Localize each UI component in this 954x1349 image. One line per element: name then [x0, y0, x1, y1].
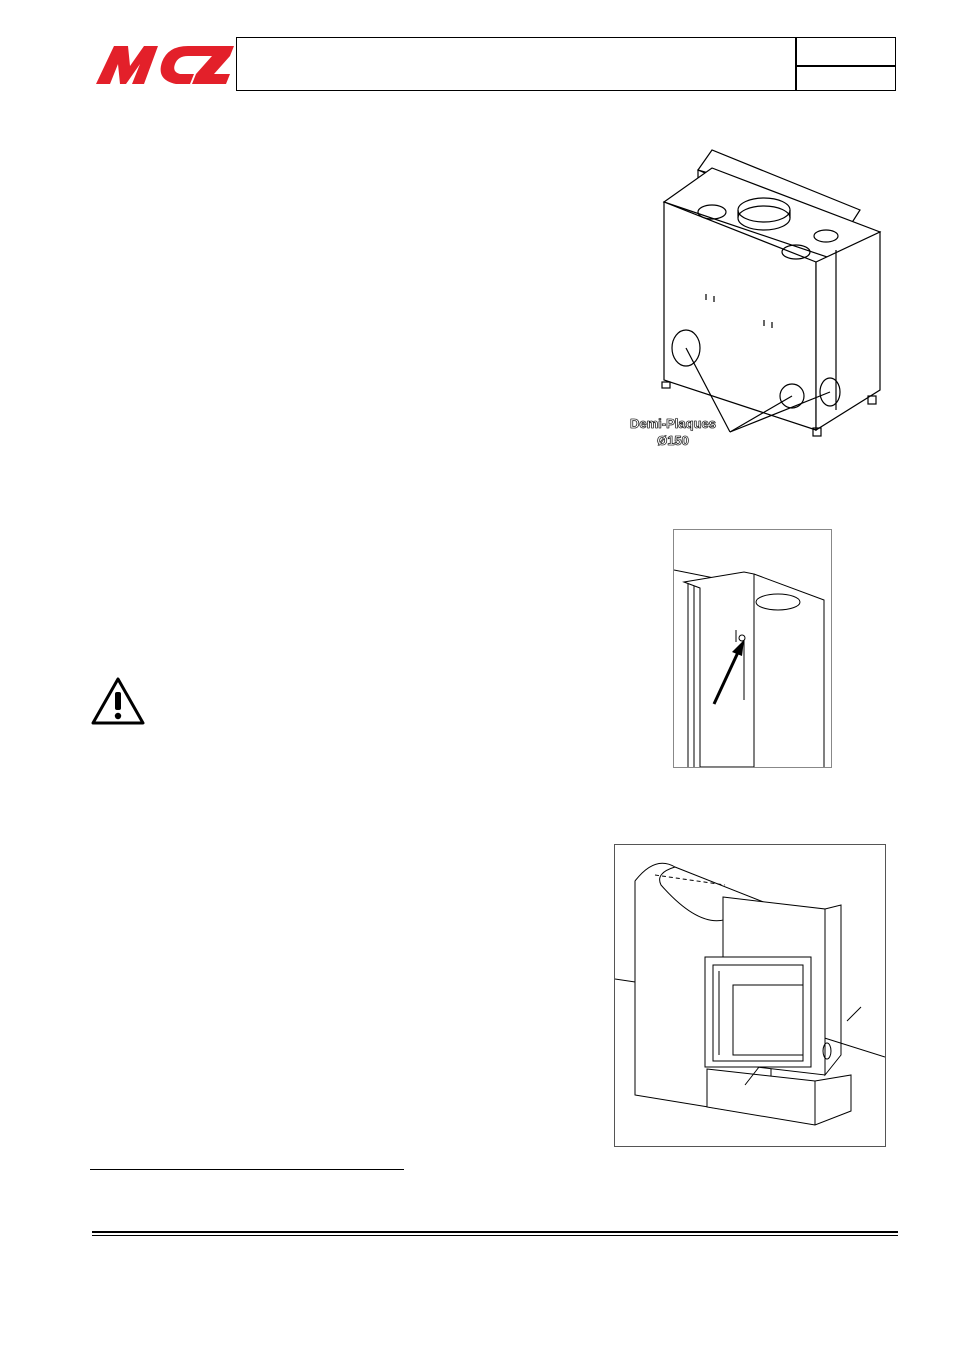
header-frame [236, 37, 896, 91]
header-divider [795, 37, 797, 91]
footer-rule [92, 1231, 898, 1233]
figure-side-panel [673, 529, 832, 768]
half-plates-label-line1: Demi-Plaques [630, 416, 717, 432]
half-plates-label: Demi-Plaques Ø150 [625, 415, 721, 449]
footnote-separator [90, 1169, 404, 1170]
footer-rule-thin [92, 1235, 898, 1236]
header-page-cell-divider [795, 65, 896, 67]
mcz-logo [92, 40, 238, 90]
warning-triangle-icon [90, 676, 146, 726]
figure-unit-top-view [600, 140, 900, 460]
half-plates-label-line2: Ø150 [657, 433, 689, 449]
figure-installation [614, 844, 886, 1147]
